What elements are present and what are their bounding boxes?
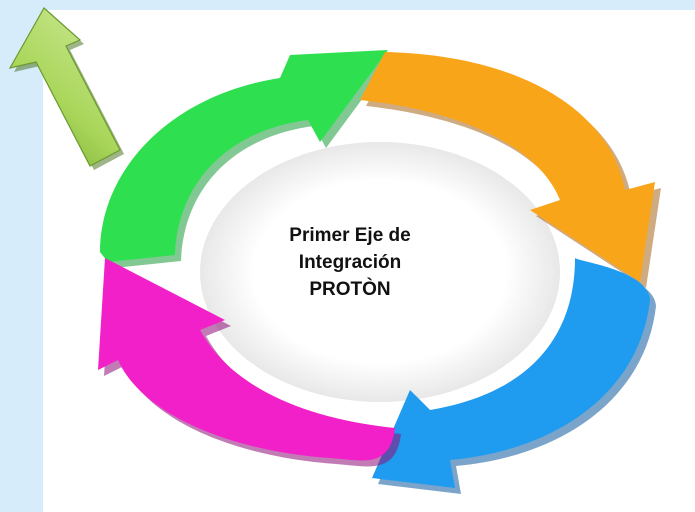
corner-up-arrow bbox=[8, 7, 124, 170]
green-cycle-arrow bbox=[100, 50, 394, 268]
orange-arrow-shape bbox=[360, 52, 655, 282]
center-label-line-2: Integración bbox=[298, 252, 402, 273]
corner-arrow-shape bbox=[8, 7, 121, 167]
green-arrow-shape bbox=[100, 50, 388, 262]
magenta-arrow-shape bbox=[98, 258, 395, 461]
orange-cycle-arrow bbox=[360, 52, 661, 288]
blue-arrow-shape bbox=[372, 258, 650, 488]
blue-cycle-arrow bbox=[372, 258, 656, 494]
center-label-line-1: Primer Eje de bbox=[289, 225, 411, 246]
inner-halo bbox=[200, 142, 560, 402]
magenta-cycle-arrow bbox=[98, 258, 401, 467]
center-label: Primer Eje de Integración PROTÒN bbox=[260, 222, 440, 303]
center-label-line-3: PROTÒN bbox=[309, 279, 391, 300]
